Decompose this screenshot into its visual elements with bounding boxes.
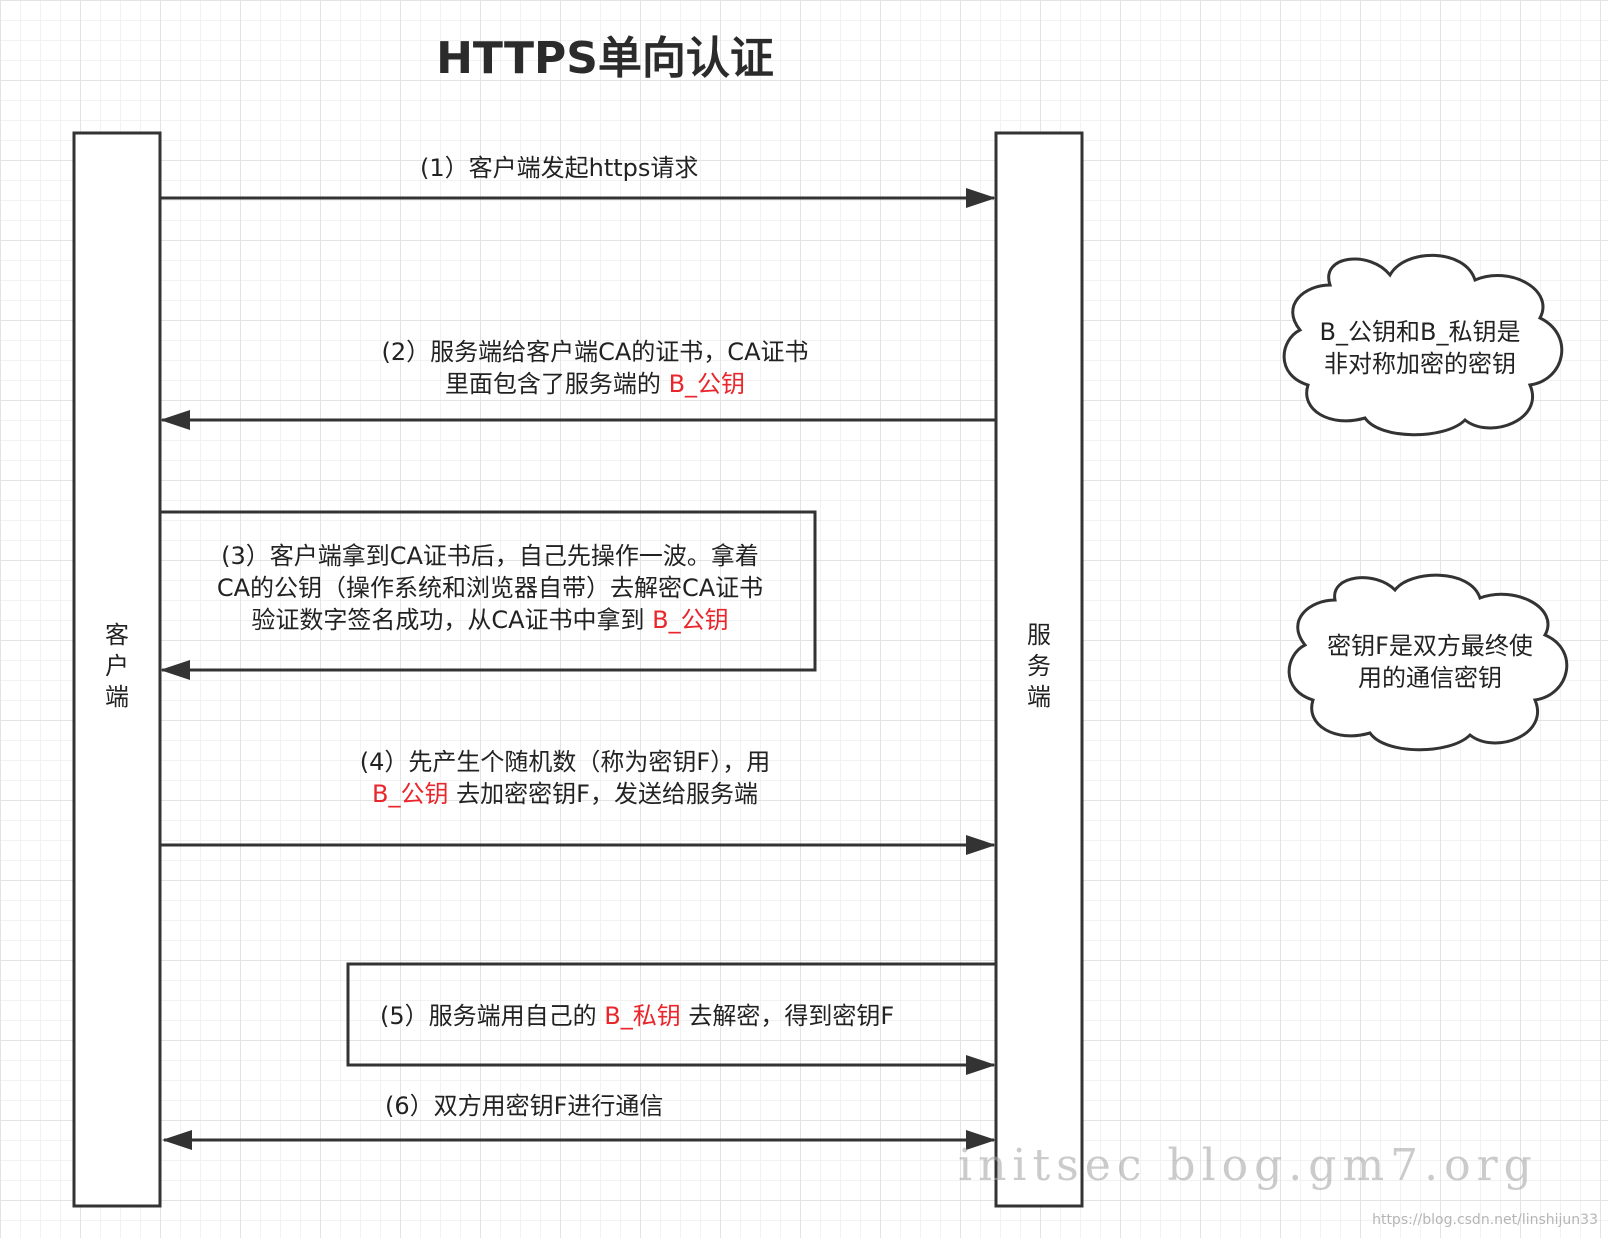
step-2-line-1: (2）服务端给客户端CA的证书，CA证书 (381, 338, 809, 366)
note-1-text: B_公钥和B_私钥是 非对称加密的密钥 (1300, 316, 1540, 380)
arrow-step-5 (346, 962, 996, 1075)
step-5-label: (5）服务端用自己的 B_私钥 去解密，得到密钥F (380, 1000, 894, 1032)
b-public-key-highlight: B_公钥 (668, 370, 746, 398)
note-1-line-1: B_公钥和B_私钥是 (1319, 318, 1521, 346)
note-1-line-2: 非对称加密的密钥 (1324, 350, 1516, 378)
arrow-step-3 (160, 510, 817, 680)
client-lifeline (72, 131, 162, 1208)
watermark: initsec blog.gm7.org (958, 1140, 1538, 1191)
step-4-label: (4）先产生个随机数（称为密钥F），用 B_公钥 去加密密钥F，发送给服务端 (320, 746, 810, 810)
diagram-title: HTTPS单向认证 (436, 33, 774, 84)
client-label: 客户端 (105, 621, 129, 711)
server-lifeline (994, 131, 1084, 1208)
server-label: 服务端 (1027, 621, 1051, 711)
step-5-text-post: 去解密，得到密钥F (680, 1002, 895, 1030)
b-public-key-highlight: B_公钥 (372, 780, 449, 808)
step-6-label: (6）双方用密钥F进行通信 (385, 1092, 664, 1120)
note-2-line-2: 用的通信密钥 (1358, 664, 1502, 692)
step-3-line-2: CA的公钥（操作系统和浏览器自带）去解密CA证书 (216, 574, 764, 602)
step-2-label: (2）服务端给客户端CA的证书，CA证书 里面包含了服务端的 B_公钥 (350, 336, 840, 400)
step-3-label: (3）客户端拿到CA证书后，自己先操作一波。拿着 CA的公钥（操作系统和浏览器自… (180, 540, 800, 636)
step-3-line-3-text: 验证数字签名成功，从CA证书中拿到 (251, 606, 653, 634)
step-5-text-pre: (5）服务端用自己的 (380, 1002, 605, 1030)
note-2-line-1: 密钥F是双方最终使 (1327, 632, 1533, 660)
b-private-key-highlight: B_私钥 (604, 1002, 681, 1030)
step-4-line-1: (4）先产生个随机数（称为密钥F），用 (359, 748, 771, 776)
step-3-line-1: (3）客户端拿到CA证书后，自己先操作一波。拿着 (221, 542, 759, 570)
step-2-line-2: 里面包含了服务端的 B_公钥 (350, 368, 840, 400)
step-3-line-3: 验证数字签名成功，从CA证书中拿到 B_公钥 (180, 604, 800, 636)
source-credit: https://blog.csdn.net/linshijun33 (1372, 1212, 1598, 1228)
note-2-text: 密钥F是双方最终使 用的通信密钥 (1310, 630, 1550, 694)
step-2-line-2-text: 里面包含了服务端的 (444, 370, 669, 398)
cloud-note-1 (1282, 253, 1564, 437)
cloud-note-2 (1287, 573, 1569, 752)
step-4-line-2: B_公钥 去加密密钥F，发送给服务端 (320, 778, 810, 810)
b-public-key-highlight: B_公钥 (652, 606, 729, 634)
step-4-line-2-text: 去加密密钥F，发送给服务端 (448, 780, 758, 808)
step-1-label: (1）客户端发起https请求 (420, 154, 699, 182)
